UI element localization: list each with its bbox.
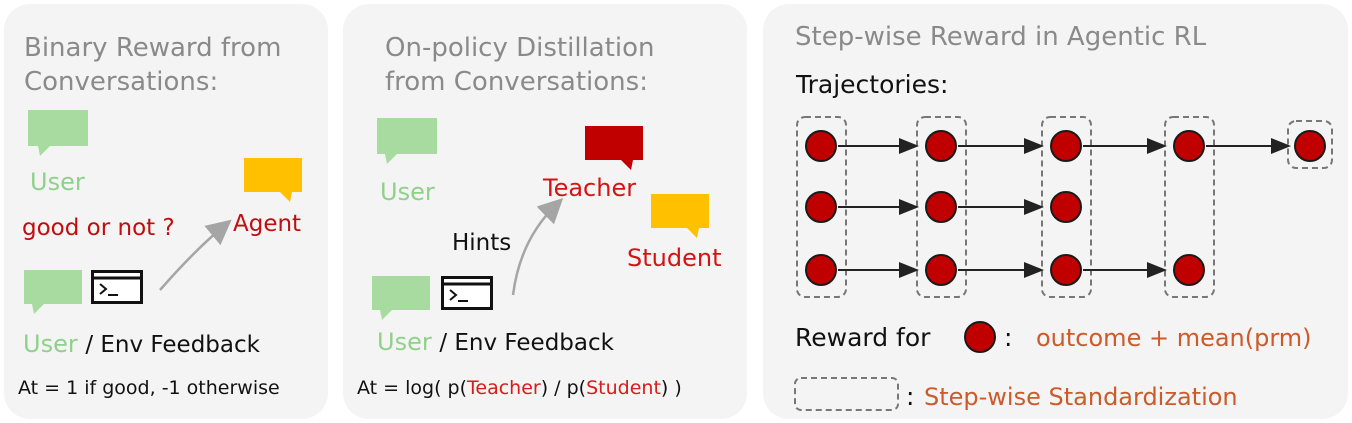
trajectory-node-icon (805, 191, 837, 223)
reward-colon: : (1004, 323, 1013, 352)
trajectory-node-icon (925, 191, 957, 223)
panel1-question-label: good or not ? (22, 215, 175, 241)
panel2-title-line2: from Conversations: (385, 67, 648, 97)
formula-teacher: Teacher (467, 377, 541, 399)
agent-chat-bubble-icon (244, 158, 302, 202)
panel1-title-line2: Conversations: (24, 67, 219, 97)
panel2-feedback-label: User / Env Feedback (377, 330, 614, 355)
legend-standardization-label: Step-wise Standardization (924, 383, 1238, 411)
reward-formula: outcome + mean(prm) (1036, 324, 1312, 352)
panel2-feedback-rest: / Env Feedback (439, 330, 614, 356)
trajectory-node-icon (925, 130, 957, 162)
arrow-icon (511, 198, 564, 296)
trajectory-node-icon (1050, 191, 1082, 223)
panel2-title-line1: On-policy Distillation (385, 33, 655, 63)
user-chat-bubble-icon (377, 118, 437, 164)
formula-mid: ) / p( (540, 377, 587, 399)
user-chat-bubble-icon (372, 276, 430, 320)
trajectory-node-icon (1050, 130, 1082, 162)
trajectory-node-icon (1294, 130, 1326, 162)
student-chat-bubble-icon (651, 194, 709, 238)
panel1-feedback-label: User / Env Feedback (23, 332, 260, 357)
panel1-title-line1: Binary Reward from (24, 33, 282, 63)
terminal-icon (441, 276, 493, 310)
binary-reward-panel (4, 4, 328, 419)
user-chat-bubble-icon (24, 270, 82, 314)
trajectory-node-icon (805, 130, 837, 162)
arrow-icon (159, 219, 232, 291)
reward-for-label: Reward for (795, 323, 931, 352)
trajectory-node-icon (964, 321, 996, 353)
panel2-teacher-label: Teacher (543, 174, 637, 202)
formula-student: Student (586, 377, 661, 399)
trajectory-node-icon (1173, 254, 1205, 286)
panel1-feedback-user: User (23, 330, 78, 358)
panel2-hints-label: Hints (452, 230, 512, 256)
panel1-feedback-rest: / Env Feedback (85, 332, 260, 358)
panel2-feedback-user: User (377, 328, 432, 356)
panel2-student-label: Student (627, 244, 722, 272)
panel1-formula: At = 1 if good, -1 otherwise (18, 377, 280, 399)
trajectory-node-icon (1173, 130, 1205, 162)
standardization-box-icon (1287, 120, 1333, 169)
trajectories-label: Trajectories: (796, 70, 949, 99)
trajectory-node-icon (805, 254, 837, 286)
trajectory-node-icon (1050, 254, 1082, 286)
user-chat-bubble-icon (28, 110, 88, 156)
formula-suffix: ) ) (660, 377, 682, 399)
formula-prefix: At = log( p( (357, 377, 468, 399)
legend-colon: : (906, 382, 915, 411)
panel1-user-label: User (30, 168, 85, 196)
panel2-formula: At = log( p(Teacher) / p(Student) ) (357, 379, 682, 398)
panel1-agent-label: Agent (233, 211, 302, 237)
teacher-chat-bubble-icon (585, 126, 643, 170)
standardization-box-icon (794, 377, 899, 411)
panel2-user-label: User (380, 178, 435, 206)
trajectory-node-icon (925, 254, 957, 286)
panel3-title: Step-wise Reward in Agentic RL (795, 22, 1207, 52)
terminal-icon (91, 270, 143, 304)
